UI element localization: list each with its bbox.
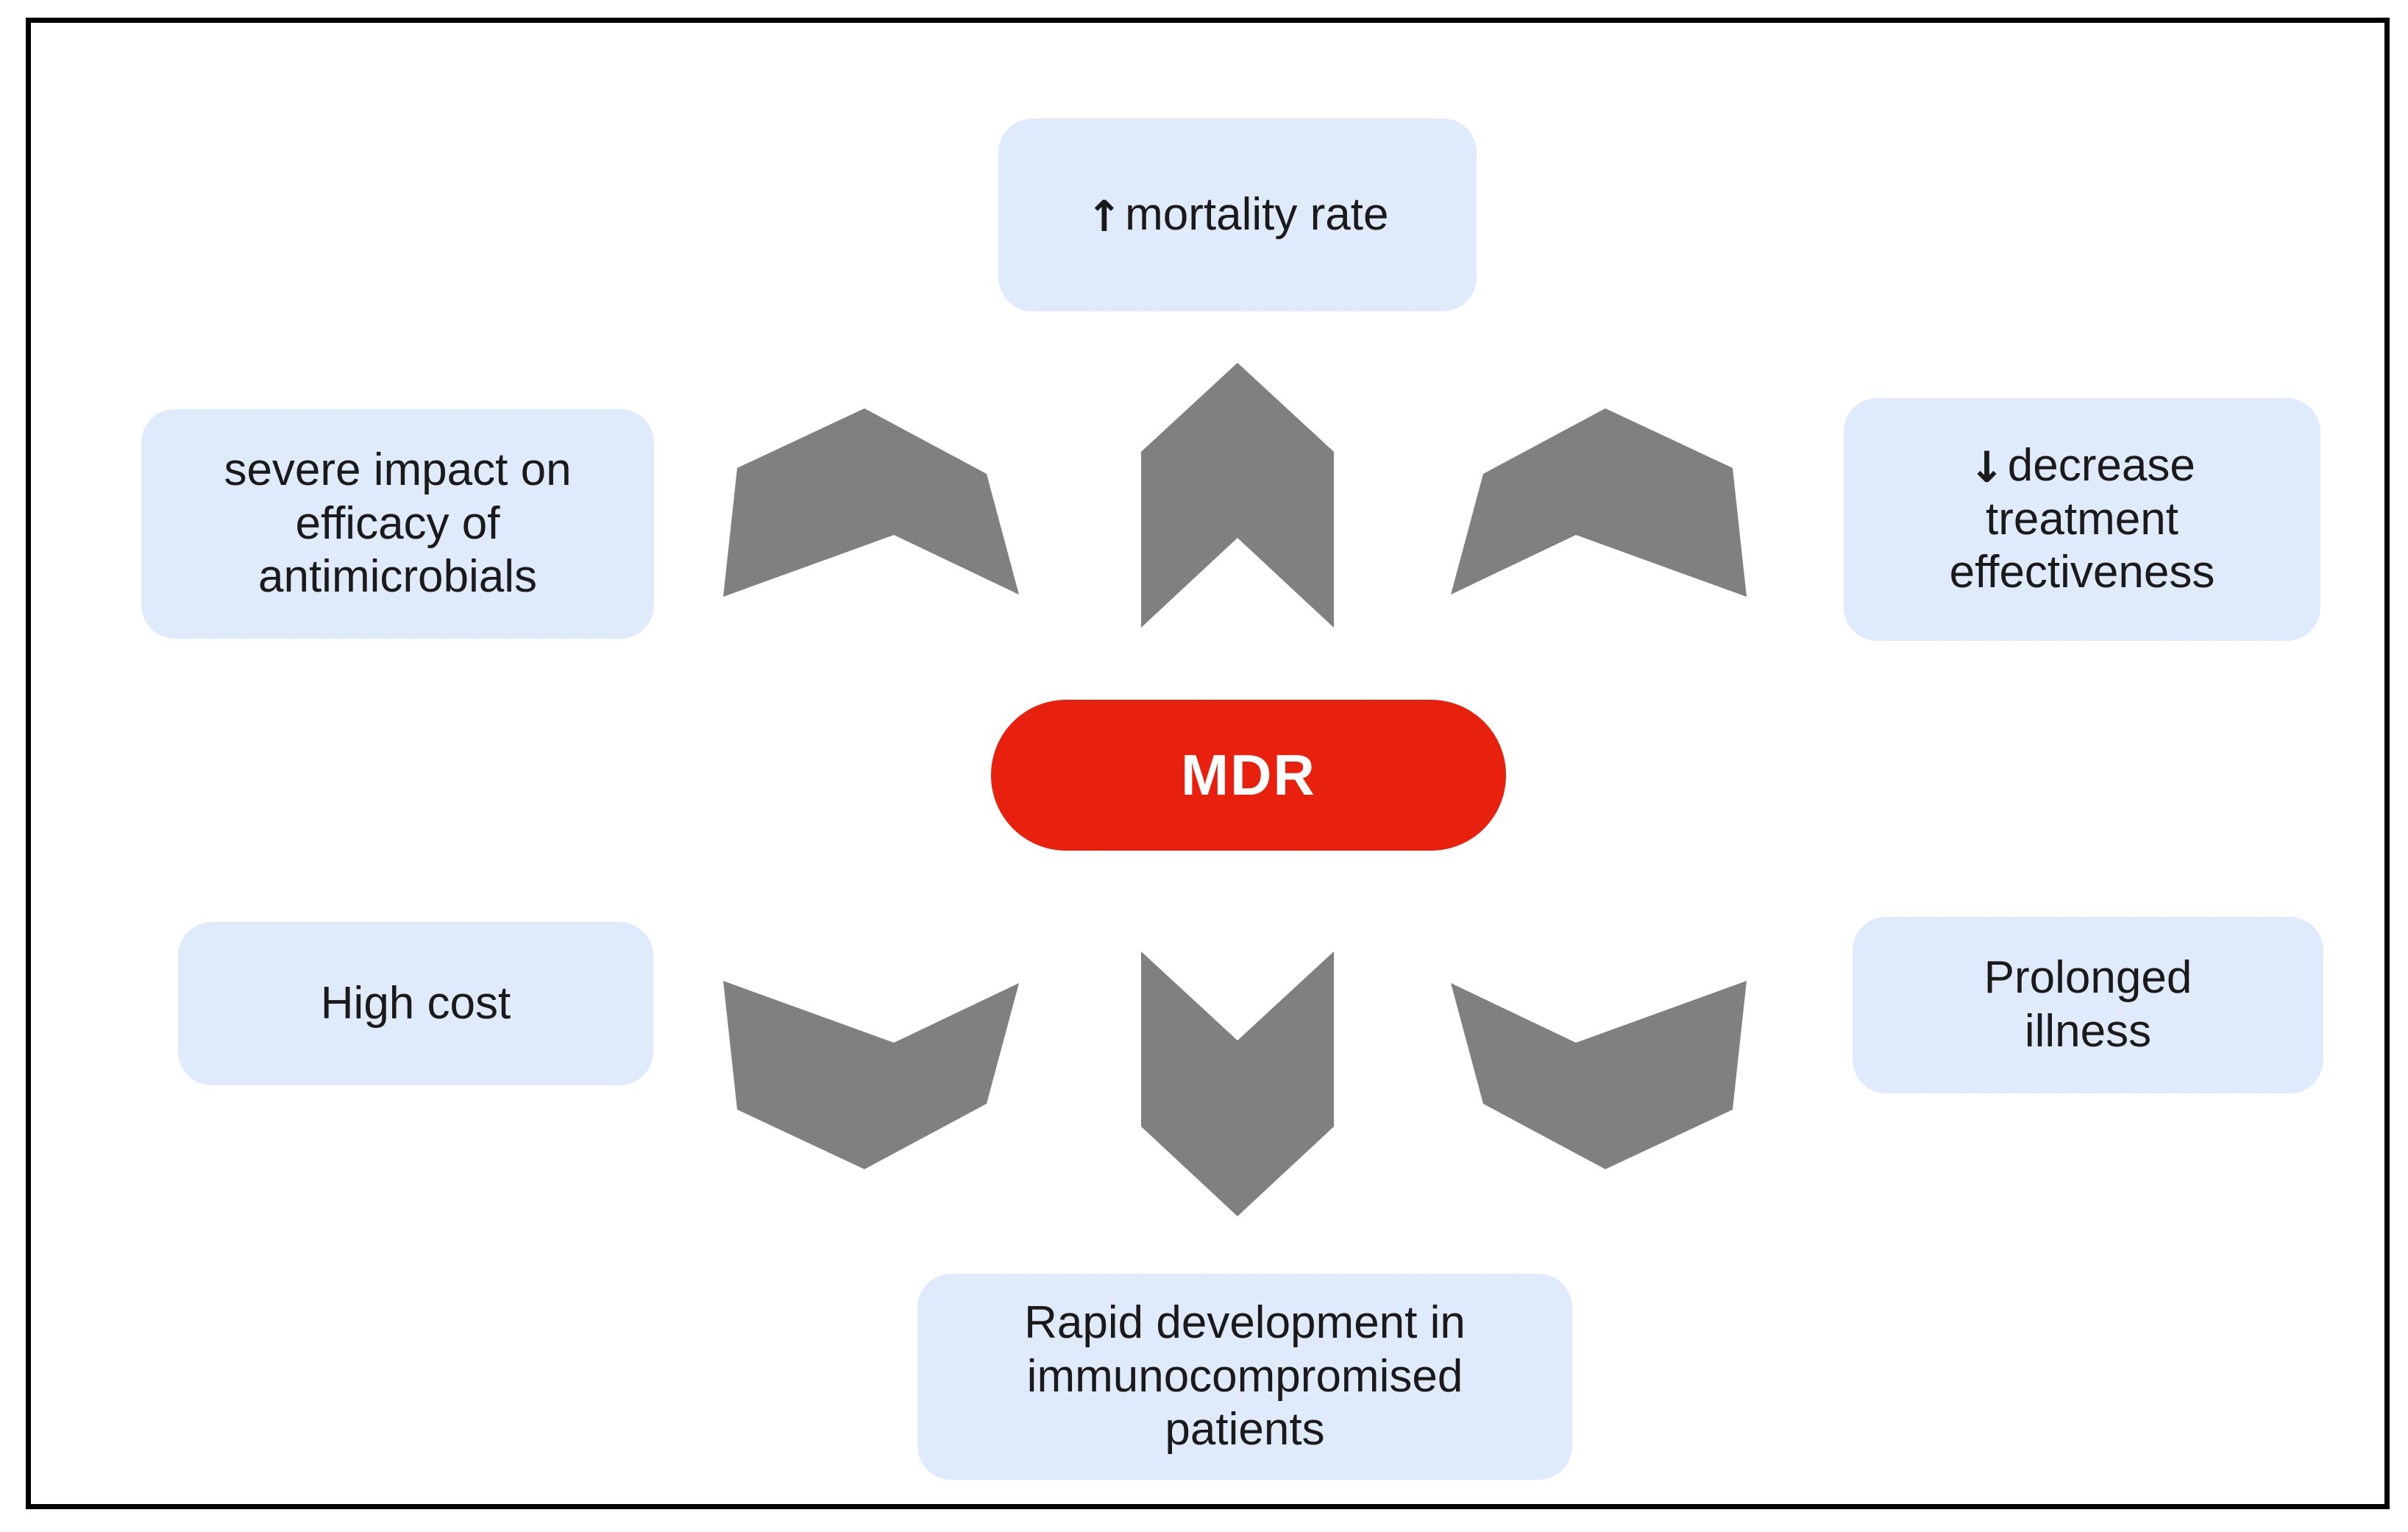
callout-rapid-development-immunocompromised: Rapid development in immunocompromised p… — [917, 1274, 1572, 1480]
callout-high-cost: High cost — [178, 922, 653, 1085]
callout-line: severe impact on — [224, 444, 572, 496]
mdr-label: MDR — [1181, 742, 1316, 807]
callout-line: immunocompromised — [1026, 1350, 1463, 1402]
callout-line: effectiveness — [1949, 547, 2215, 598]
callout-line: illness — [2024, 1006, 2152, 1057]
callout-decrease-treatment-effectiveness: ↓decrease treatment effectiveness — [1844, 398, 2320, 641]
callout-line: Rapid development in — [1024, 1297, 1466, 1349]
callout-line: ↓decrease — [1950, 439, 2215, 493]
callout-line: efficacy of — [295, 497, 500, 549]
callout-line: antimicrobials — [258, 551, 538, 603]
callout-line: High cost — [320, 977, 511, 1029]
arrow-down-icon — [1141, 951, 1334, 1216]
callout-efficacy-antimicrobials: severe impact on efficacy of antimicrobi… — [141, 409, 654, 639]
diagram-frame: MDR ↑mortality rate severe impact on eff… — [26, 18, 2390, 1509]
down-arrow-icon: ↓ — [1969, 442, 2005, 493]
callout-mortality-rate: ↑mortality rate — [998, 118, 1477, 311]
arrow-up-icon — [1141, 363, 1334, 628]
callout-line: treatment — [1986, 493, 2178, 545]
callout-line: ↑mortality rate — [1087, 188, 1389, 242]
callout-text: mortality rate — [1125, 188, 1389, 240]
callout-line: Prolonged — [1983, 952, 2192, 1004]
callout-line: patients — [1165, 1404, 1325, 1455]
mdr-central-node: MDR — [991, 700, 1506, 851]
up-arrow-icon: ↑ — [1086, 191, 1123, 241]
arrow-upper-left-icon — [723, 408, 1019, 597]
arrow-lower-right-icon — [1451, 981, 1747, 1169]
callout-text: decrease — [2007, 440, 2195, 492]
arrow-upper-right-icon — [1451, 408, 1747, 597]
arrow-lower-left-icon — [723, 981, 1019, 1169]
callout-prolonged-illness: Prolonged illness — [1853, 917, 2323, 1093]
